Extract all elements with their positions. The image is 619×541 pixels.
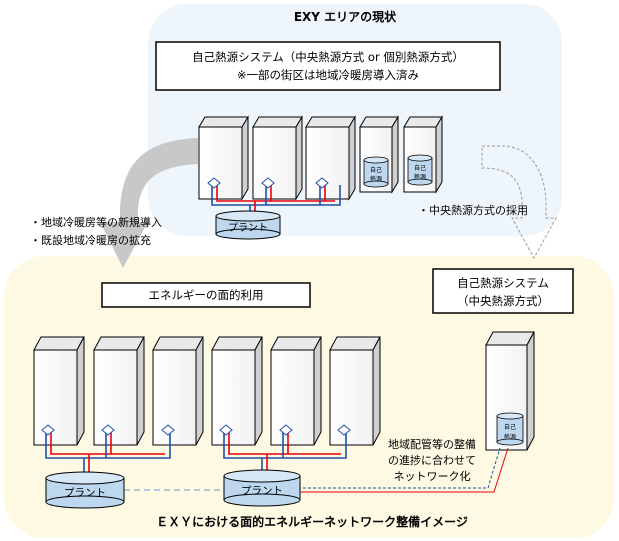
left-annotation-line1: ・地域冷暖房等の新規導入	[30, 215, 162, 229]
top-tank-1-label-line2: 熱源	[370, 175, 382, 183]
top-system-box-line1: 自己熱源システム（中央熱源方式 or 個別熱源方式）	[192, 50, 464, 64]
network-note-line2: の進捗に合わせて	[388, 453, 476, 467]
top-tank-1-label-line1: 自己	[370, 166, 382, 174]
right-system-box-line1: 自己熱源システム	[457, 276, 549, 290]
top-self-heat-tank-2	[407, 154, 433, 186]
right-annotation-line1: ・中央熱源方式の採用	[418, 203, 528, 217]
top-tank-2-label-line2: 熱源	[414, 173, 426, 181]
bottom-building-6	[329, 336, 381, 446]
bottom-plant-2-label: プラント	[241, 485, 283, 497]
top-system-box-line2: ※一部の街区は地域冷暖房導入済み	[237, 68, 419, 82]
diagram-caption: ＥＸＹにおける面的エネルギーネットワーク整備イメージ	[156, 514, 468, 529]
bottom-pipe-network	[45, 432, 347, 472]
bottom-plant-1	[45, 471, 125, 509]
bottom-self-heat-tank	[496, 412, 524, 446]
bottom-building-3	[152, 336, 204, 446]
network-line-blue-dashed	[298, 447, 501, 489]
bottom-pipe-valves	[41, 424, 351, 436]
bottom-plant-1-label: プラント	[64, 487, 106, 499]
top-building-2	[252, 115, 303, 201]
bottom-tank-label-line1: 自己	[504, 423, 516, 431]
right-system-box-line2: （中央熱源方式）	[457, 294, 549, 308]
top-building-1	[198, 115, 249, 201]
bottom-plant-2	[223, 469, 301, 507]
network-line-red	[298, 447, 509, 493]
grey-curved-arrow	[100, 138, 198, 268]
top-plant	[215, 210, 281, 240]
bottom-building-5	[270, 336, 322, 446]
dashed-arrow	[481, 145, 557, 260]
top-tank-2-label-line1: 自己	[414, 164, 426, 172]
top-area-title: EXY エリアの現状	[294, 9, 397, 24]
right-system-box	[432, 268, 574, 314]
network-note-line3: ネットワーク化	[394, 469, 471, 483]
bottom-tank-label-line2: 熱源	[504, 433, 516, 441]
top-self-heat-tank-1	[363, 156, 389, 188]
top-plant-label: プラント	[228, 222, 268, 234]
left-annotation-line2: ・既設地域冷暖房の拡充	[30, 233, 151, 247]
top-building-3	[305, 115, 356, 201]
top-pipe-network	[211, 185, 341, 216]
top-pipe-valves	[207, 177, 329, 189]
network-note-line1: 地域配管等の整備	[388, 437, 476, 451]
bottom-building-2	[93, 336, 145, 446]
bottom-building-4	[211, 336, 263, 446]
area-usage-label: エネルギーの面的利用	[149, 288, 264, 302]
top-system-box	[155, 41, 501, 91]
area-usage-box	[101, 282, 311, 308]
bottom-building-1	[33, 336, 85, 446]
